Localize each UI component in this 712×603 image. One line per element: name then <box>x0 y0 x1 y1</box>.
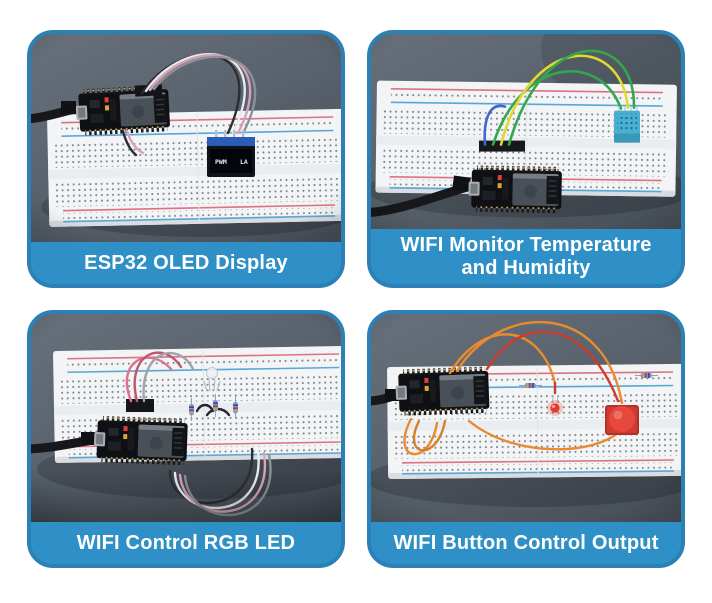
project-caption: WIFI Control RGB LED <box>31 522 341 564</box>
project-card-wifi-button-control-output: WIFI Button Control Output <box>367 310 685 568</box>
project-caption: ESP32 OLED Display <box>31 242 341 284</box>
project-caption-text: ESP32 OLED Display <box>84 251 288 274</box>
project-photo-esp32-oled-display: PWM LA <box>31 34 341 242</box>
photo-vignette <box>31 34 341 242</box>
project-caption-text: WIFI Monitor Temperature and Humidity <box>400 234 652 279</box>
photo-vignette <box>31 314 341 522</box>
project-photo-wifi-button-control-output <box>371 314 681 522</box>
project-caption: WIFI Button Control Output <box>371 522 681 564</box>
photo-vignette <box>371 34 681 230</box>
project-card-esp32-oled-display: PWM LA ESP32 OLED Display <box>27 30 345 288</box>
project-caption: WIFI Monitor Temperature and Humidity <box>371 229 681 284</box>
project-card-wifi-control-rgb-led: WIFI Control RGB LED <box>27 310 345 568</box>
project-caption-text: WIFI Control RGB LED <box>76 531 296 554</box>
project-photo-wifi-monitor-temperature-humidity <box>371 34 681 230</box>
project-caption-text: WIFI Button Control Output <box>393 531 659 554</box>
photo-vignette <box>371 314 681 522</box>
project-photo-wifi-control-rgb-led <box>31 314 341 522</box>
project-card-wifi-monitor-temperature-humidity: WIFI Monitor Temperature and Humidity <box>367 30 685 288</box>
